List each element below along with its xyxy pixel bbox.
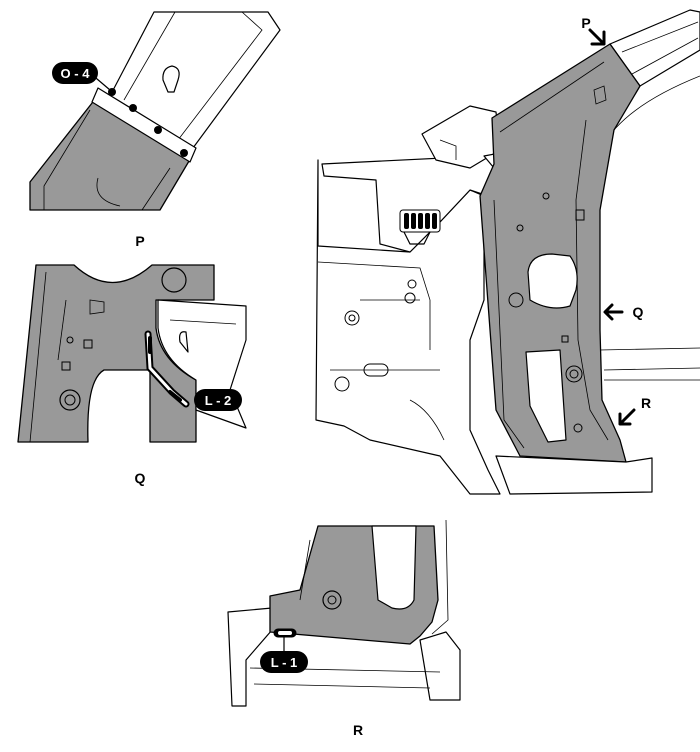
rear-structure-right [419, 631, 461, 701]
arrow-r-icon [618, 408, 636, 426]
view-label-q: Q [135, 470, 146, 486]
callout-o4-text: O - 4 [61, 66, 91, 81]
pillar-cutout-lower [525, 349, 567, 443]
arrow-label-q: Q [633, 304, 644, 320]
pillar-upper-white [109, 11, 281, 153]
arrow-label-p: P [581, 15, 590, 31]
arrow-p-icon [588, 28, 606, 46]
spot-weld [129, 104, 137, 112]
spot-weld [154, 126, 162, 134]
rocker-sill [495, 455, 653, 495]
pillar-cutout-r [371, 525, 417, 610]
view-q-detail: L - 2 Q [17, 264, 247, 486]
pillar-panel-main [479, 43, 641, 463]
view-label-p: P [135, 233, 144, 249]
view-label-r: R [353, 722, 363, 738]
spot-weld [180, 149, 188, 157]
main-assembly-view: P Q R [315, 9, 700, 495]
callout-l1-text: L - 1 [271, 655, 298, 670]
pillar-cutout-upper [527, 253, 578, 309]
arrow-label-r: R [641, 395, 651, 411]
arrow-q-icon [603, 303, 624, 321]
callout-l1-tag [260, 651, 308, 673]
weld-band [91, 87, 197, 163]
callout-o4-tag [52, 62, 98, 84]
view-p-detail: O - 4 P [29, 11, 281, 249]
callout-l2-text: L - 2 [205, 393, 232, 408]
callout-l2-tag [194, 389, 242, 411]
view-r-detail: L - 1 R [227, 519, 461, 738]
keyhole-slot [162, 65, 180, 93]
